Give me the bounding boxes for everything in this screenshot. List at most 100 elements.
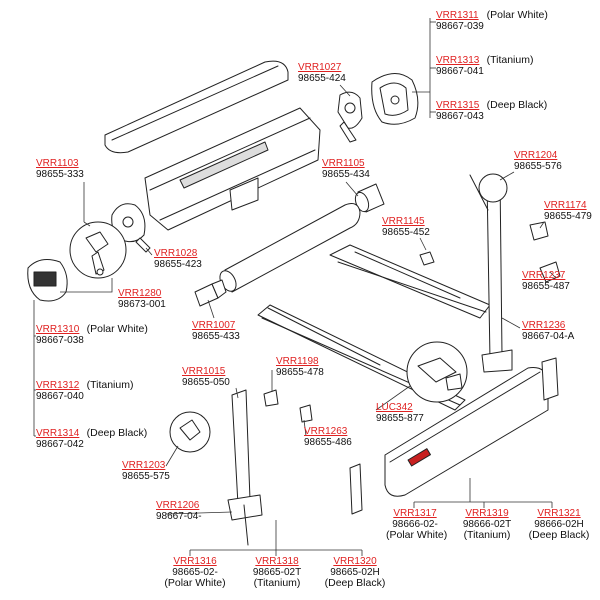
label-vrr1317: VRR1317 98666-02- (Polar White) (386, 508, 448, 541)
part-number: 98655-486 (304, 437, 352, 448)
part-number: 98667-043 (436, 111, 484, 122)
part-number: 98655-487 (522, 281, 570, 292)
part-code[interactable]: VRR1320 (333, 556, 377, 567)
front-bar (384, 367, 549, 497)
roller-plug-1007 (194, 279, 227, 307)
part-code[interactable]: VRR1198 (276, 356, 319, 367)
part-code[interactable]: VRR1174 (544, 200, 587, 211)
label-vrr1203: VRR1203 98655-575 (122, 460, 170, 482)
part-code[interactable]: VRR1103 (36, 158, 79, 169)
cassette-cover (104, 60, 289, 154)
color-note: (Titanium) (86, 379, 134, 391)
label-vrr1280: VRR1280 98673-001 (118, 288, 166, 310)
part-code[interactable]: VRR1317 (393, 508, 437, 519)
part-number: 98667-04- (156, 511, 202, 522)
label-vrr1320: VRR1320 98665-02H (Deep Black) (322, 556, 388, 589)
part-code[interactable]: VRR1315 (436, 100, 480, 111)
part-code[interactable]: VRR1311 (436, 10, 479, 21)
part-number: 98655-424 (298, 73, 346, 84)
label-vrr1145: VRR1145 98655-452 (382, 216, 430, 238)
label-vrr1028: VRR1028 98655-423 (154, 248, 202, 270)
part-code[interactable]: VRR1015 (182, 366, 226, 377)
part-code[interactable]: VRR1316 (173, 556, 217, 567)
end-bracket-1027 (337, 91, 363, 143)
color-note: (Polar White) (386, 529, 448, 541)
part-number: 98666-02H (534, 519, 584, 530)
part-code[interactable]: VRR1313 (436, 55, 480, 66)
part-code[interactable]: VRR1237 (522, 270, 566, 281)
part-code[interactable]: VRR1027 (298, 62, 342, 73)
leg-right-1236 (469, 173, 513, 373)
part-number: 98666-02T (462, 519, 512, 530)
color-note: (Deep Black) (86, 427, 148, 439)
part-number: 98665-02H (330, 567, 380, 578)
part-number: 98665-02- (172, 567, 218, 578)
label-vrr1007: VRR1007 98655-433 (192, 320, 240, 342)
part-code[interactable]: VRR1236 (522, 320, 566, 331)
label-vrr1204: VRR1204 98655-576 (514, 150, 562, 172)
color-note: (Deep Black) (324, 577, 386, 589)
part-number: 98655-423 (154, 259, 202, 270)
part-code[interactable]: VRR1206 (156, 500, 200, 511)
front-bar-end-caps (349, 357, 559, 515)
color-note: (Titanium) (486, 54, 534, 66)
part-code[interactable]: VRR1203 (122, 460, 166, 471)
small-brackets (263, 221, 561, 423)
color-note: (Titanium) (253, 577, 301, 589)
part-number: 98667-040 (36, 391, 84, 402)
part-code[interactable]: VRR1145 (382, 216, 425, 227)
part-code[interactable]: VRR1280 (118, 288, 162, 299)
label-vrr1318: VRR1318 98665-02T (Titanium) (248, 556, 306, 589)
part-number: 98666-02- (392, 519, 438, 530)
part-code[interactable]: VRR1105 (322, 158, 365, 169)
color-note: (Titanium) (463, 529, 511, 541)
label-vrr1174: VRR1174 98655-479 (544, 200, 592, 222)
label-vrr1263: VRR1263 98655-486 (304, 426, 352, 448)
part-code[interactable]: LUC342 (376, 402, 413, 413)
upper-arm (329, 244, 491, 319)
label-vrr1198: VRR1198 98655-478 (276, 356, 324, 378)
part-number: 98667-038 (36, 335, 84, 346)
label-vrr1027: VRR1027 98655-424 (298, 62, 346, 84)
part-number: 98667-04-A (522, 331, 575, 342)
roller-end-1105 (354, 183, 385, 213)
part-code[interactable]: VRR1318 (255, 556, 299, 567)
color-note: (Deep Black) (486, 99, 548, 111)
part-number: 98655-479 (544, 211, 592, 222)
label-vrr1105: VRR1105 98655-434 (322, 158, 370, 180)
part-code[interactable]: VRR1312 (36, 380, 80, 391)
gear-1028 (111, 203, 151, 253)
part-number: 98655-434 (322, 169, 370, 180)
label-vrr1319: VRR1319 98666-02T (Titanium) (458, 508, 516, 541)
part-code[interactable]: VRR1007 (192, 320, 236, 331)
end-cap-1311 (371, 73, 419, 125)
label-vrr1237: VRR1237 98655-487 (522, 270, 570, 292)
detail-circle-1103 (69, 221, 127, 279)
detail-circle-1203 (169, 411, 211, 453)
part-number: 98667-039 (436, 21, 484, 32)
part-number: 98655-576 (514, 161, 562, 172)
part-code[interactable]: VRR1314 (36, 428, 80, 439)
part-code[interactable]: VRR1263 (304, 426, 348, 437)
part-code[interactable]: VRR1321 (537, 508, 581, 519)
part-code[interactable]: VRR1310 (36, 324, 80, 335)
label-luc342: LUC342 98655-877 (376, 402, 424, 424)
part-code[interactable]: VRR1204 (514, 150, 558, 161)
part-number: 98655-877 (376, 413, 424, 424)
part-number: 98667-041 (436, 66, 484, 77)
label-vrr1236: VRR1236 98667-04-A (522, 320, 574, 342)
color-note: (Polar White) (486, 9, 548, 21)
part-code[interactable]: VRR1028 (154, 248, 198, 259)
label-vrr1321: VRR1321 98666-02H (Deep Black) (526, 508, 592, 541)
part-number: 98673-001 (118, 299, 166, 310)
part-number: 98667-042 (36, 439, 84, 450)
part-number: 98655-050 (182, 377, 230, 388)
part-code[interactable]: VRR1319 (465, 508, 509, 519)
label-vrr1316: VRR1316 98665-02- (Polar White) (164, 556, 226, 589)
label-vrr1103: VRR1103 98655-333 (36, 158, 84, 180)
detail-circle-luc342 (406, 341, 468, 403)
